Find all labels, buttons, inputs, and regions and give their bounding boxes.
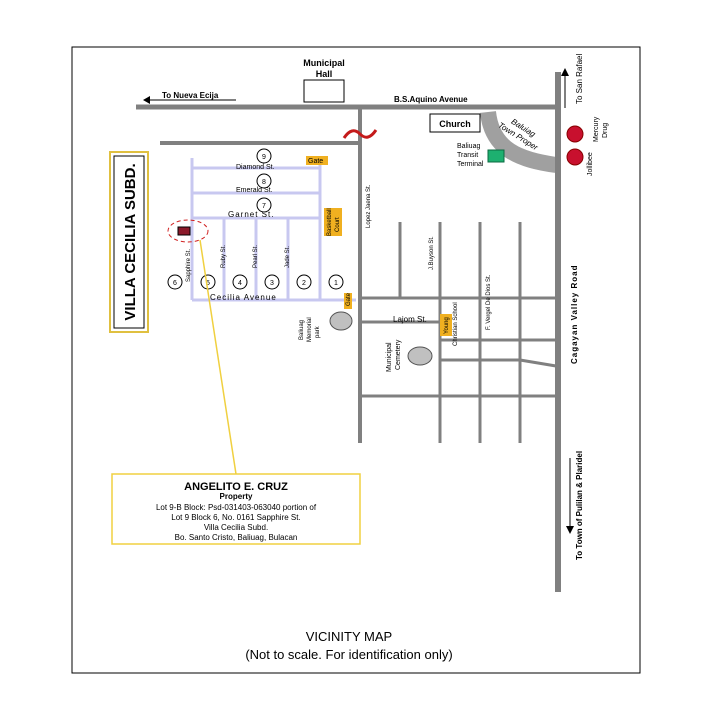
block-circle [232, 274, 248, 290]
map-subtitle: (Not to scale. For identification only) [245, 647, 452, 662]
garnet-st-label: Garnet St. [228, 210, 274, 219]
diamond-st-label: Diamond St. [236, 164, 275, 171]
terminal-label-2: Transit [457, 152, 478, 159]
buyson-st-label: J.Buyson St. [429, 236, 435, 270]
memorial-label-3: park [315, 325, 321, 338]
block-number: 9 [262, 154, 266, 161]
emerald-st-label: Emerald St. [236, 187, 273, 194]
block-number: 2 [302, 280, 306, 287]
gate-bottom-label: Gate [346, 292, 352, 306]
block-circle [256, 197, 272, 213]
basketball-court-marker [324, 208, 342, 236]
school-label-2: Christian School [453, 302, 459, 346]
map-title: VICINITY MAP [306, 629, 392, 644]
block-number: 5 [206, 280, 210, 287]
basketball-label-1: Basketball [327, 208, 333, 236]
property-detail-line: Bo. Santo Cristo, Baliuag, Bulacan [175, 533, 298, 542]
nueva-ecija-arrowhead [143, 96, 150, 104]
ew-road-4b [519, 358, 557, 368]
block-number: 8 [262, 179, 266, 186]
transit-terminal-marker [487, 149, 505, 163]
sapphire-st-label: Sapphire St. [186, 249, 192, 282]
subdivision-roads [190, 158, 356, 302]
block-number: 4 [238, 280, 242, 287]
property-kind: Property [220, 492, 253, 501]
municipal-hall-box [303, 79, 345, 103]
river-symbol [342, 129, 378, 139]
block-number: 7 [262, 203, 266, 210]
nueva-ecija-label: To Nueva Ecija [162, 91, 219, 100]
block-circle [167, 274, 183, 290]
municipal-hall-label-1: Municipal [303, 58, 345, 68]
property-marker [177, 226, 191, 236]
map-frame [71, 46, 641, 674]
terminal-label-3: Terminal [457, 161, 484, 168]
block-circle [296, 274, 312, 290]
memorial-label-2: Memorial [307, 317, 313, 342]
lajom-st-label: Lajom St. [393, 315, 427, 324]
cemetery-label-1: Municipal [386, 342, 393, 372]
ruby-st-label: Ruby St. [221, 245, 227, 268]
block-number: 3 [270, 280, 274, 287]
subdivision-name-box [109, 151, 149, 333]
block-circle [328, 274, 344, 290]
property-detail-line: Lot 9-B Block: Psd-031403-063040 portion… [156, 503, 317, 512]
cagayan-valley-label: Cagayan Valley Road [570, 265, 579, 364]
pulilan-label: To Town of Pulilan & Plaridel [575, 451, 584, 560]
block-markers: 9 8 7 6 5 4 3 2 1 [167, 148, 344, 290]
property-owner-name: ANGELITO E. CRUZ [184, 481, 288, 493]
block-number: 1 [334, 280, 338, 287]
jade-st-label: Jade St. [285, 246, 291, 268]
lopez-jaena-label: Lopez Jaena St. [366, 184, 372, 228]
mercury-label-2: Drug [602, 123, 609, 138]
property-callout-line [199, 239, 237, 475]
bs-aquino-label: B.S.Aquino Avenue [394, 95, 468, 104]
school-label-1: Young [444, 317, 450, 334]
property-detail-line: Lot 9 Block 6, No. 0161 Sapphire St. [171, 513, 300, 522]
gate-bottom-marker [344, 293, 352, 309]
memorial-park-marker [329, 311, 353, 331]
cemetery-marker [407, 346, 433, 366]
block-number: 6 [173, 280, 177, 287]
block-circle [256, 148, 272, 164]
de-dios-st-label: F. Vergel De Dios St. [486, 274, 492, 330]
block-circle [264, 274, 280, 290]
san-rafael-arrowhead [561, 68, 569, 76]
block-circle [256, 173, 272, 189]
property-detail-line: Villa Cecilia Subd. [204, 523, 268, 532]
cecilia-ave-label: Cecilia Avenue [210, 293, 277, 302]
basketball-label-2: Court [335, 217, 341, 232]
pearl-st-label: Pearl St. [253, 245, 259, 268]
gate-top-marker [306, 156, 328, 165]
jollibee-marker [566, 148, 584, 166]
san-rafael-label: To San Rafael [575, 54, 584, 104]
memorial-label-1: Baliuag [299, 320, 305, 340]
municipal-hall-label-2: Hall [316, 69, 333, 79]
subdivision-name-label: VILLA CECILIA SUBD. [122, 163, 139, 320]
mercury-label-1: Mercury [593, 116, 600, 142]
mercury-drug-marker [566, 125, 584, 143]
church-box [429, 113, 481, 133]
property-highlight-ellipse [167, 219, 209, 243]
terminal-label-1: Baliuag [457, 143, 480, 150]
church-label: Church [439, 119, 471, 129]
property-info-box [111, 473, 361, 545]
pulilan-arrowhead [566, 526, 574, 534]
jollibee-label: Jollibee [587, 152, 594, 176]
cemetery-label-2: Cemetery [395, 339, 402, 370]
christian-school-marker [440, 314, 452, 336]
town-proper-road [480, 110, 558, 173]
gate-top-label: Gate [308, 158, 323, 165]
